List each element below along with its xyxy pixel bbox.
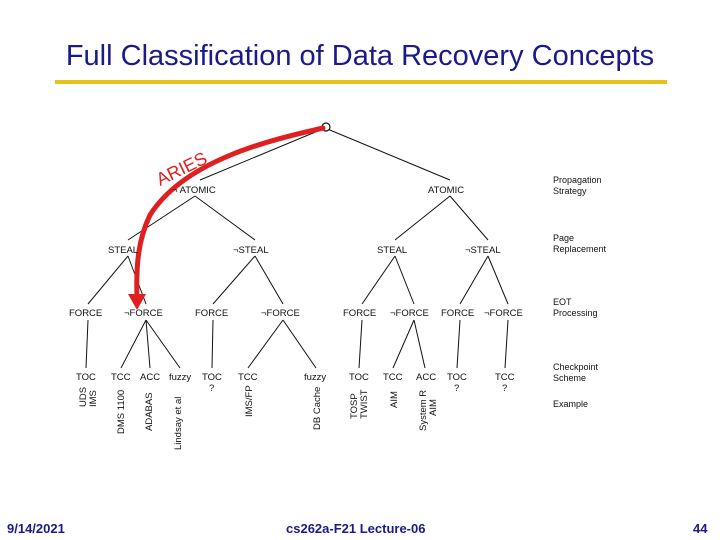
footer-date: 9/14/2021 xyxy=(7,521,65,536)
leaf-toc-4: TOC xyxy=(447,372,467,383)
example-adabas: ADABAS xyxy=(144,392,155,431)
leaf-tcc-2: TCC xyxy=(238,372,258,383)
node-not-force-1: ¬FORCE xyxy=(124,308,163,319)
leaf-acc-1: ACC xyxy=(140,372,160,383)
node-not-force-2: ¬FORCE xyxy=(261,308,300,319)
example-imsfp: IMS/FP xyxy=(244,385,255,417)
tree-edges xyxy=(85,127,509,369)
legend-checkpoint-1: Checkpoint xyxy=(553,362,599,372)
question-mark-2: ? xyxy=(454,383,459,394)
example-dbcache: DB Cache xyxy=(312,387,323,430)
legend-propagation-1: Propagation xyxy=(553,175,602,185)
title-underline xyxy=(55,80,667,84)
example-aim-1: AIM xyxy=(389,391,400,408)
node-steal-2: STEAL xyxy=(377,245,407,256)
leaf-fuzzy-1: fuzzy xyxy=(169,372,191,383)
node-not-steal-2: ¬STEAL xyxy=(465,245,501,256)
legend-eot-1: EOT xyxy=(553,297,572,307)
example-twist: TWIST xyxy=(359,389,370,419)
footer-page-number: 44 xyxy=(693,521,708,536)
node-not-force-4: ¬FORCE xyxy=(484,308,523,319)
level-legend: Propagation Strategy Page Replacement EO… xyxy=(553,175,607,409)
aries-arrowhead xyxy=(128,294,146,310)
example-uds: UDS xyxy=(78,387,89,407)
legend-propagation-2: Strategy xyxy=(553,186,587,196)
question-mark-1: ? xyxy=(209,383,214,394)
example-lindsay: Lindsay et al xyxy=(173,397,184,450)
node-not-force-3: ¬FORCE xyxy=(390,308,429,319)
legend-checkpoint-2: Scheme xyxy=(553,373,586,383)
leaf-toc-2: TOC xyxy=(202,372,222,383)
leaf-fuzzy-2: fuzzy xyxy=(304,372,326,383)
legend-page-2: Replacement xyxy=(553,244,607,254)
node-force-1: FORCE xyxy=(69,308,102,319)
node-force-3: FORCE xyxy=(343,308,376,319)
leaf-toc-1: TOC xyxy=(76,372,96,383)
legend-example: Example xyxy=(553,399,588,409)
aries-path-arrow xyxy=(134,125,326,301)
slide-title: Full Classification of Data Recovery Con… xyxy=(65,40,655,72)
node-not-steal-1: ¬STEAL xyxy=(233,245,269,256)
legend-page-1: Page xyxy=(553,233,574,243)
node-steal-1: STEAL xyxy=(108,245,138,256)
example-tosp: TOSP xyxy=(349,393,360,419)
node-force-2: FORCE xyxy=(195,308,228,319)
footer-course: cs262a-F21 Lecture-06 xyxy=(286,521,426,536)
leaf-tcc-3: TCC xyxy=(383,372,403,383)
node-not-atomic: ¬ ATOMIC xyxy=(172,185,216,196)
node-force-4: FORCE xyxy=(441,308,474,319)
question-mark-3: ? xyxy=(502,383,507,394)
leaf-tcc-4: TCC xyxy=(495,372,515,383)
example-ims: IMS xyxy=(88,390,99,407)
example-aim-2: AIM xyxy=(428,399,439,416)
legend-eot-2: Processing xyxy=(553,308,598,318)
example-system-r: System R xyxy=(418,390,429,431)
example-dms1100: DMS 1100 xyxy=(116,390,127,434)
node-atomic: ATOMIC xyxy=(428,185,464,196)
leaf-acc-2: ACC xyxy=(416,372,436,383)
leaf-tcc-1: TCC xyxy=(111,372,131,383)
leaf-toc-3: TOC xyxy=(349,372,369,383)
